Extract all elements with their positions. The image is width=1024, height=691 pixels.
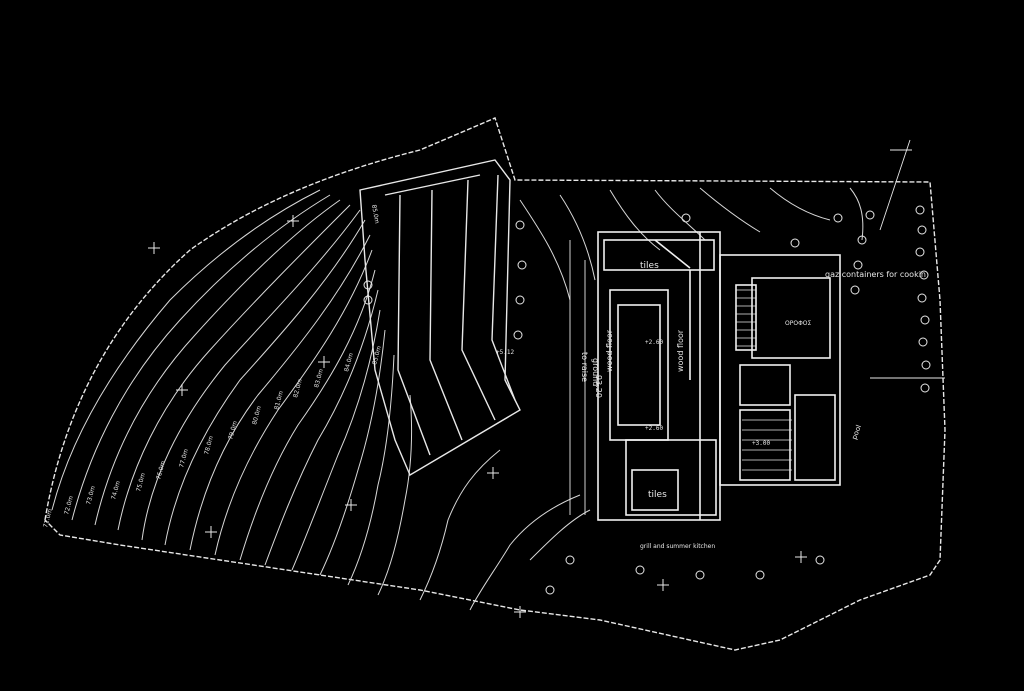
contour-label: 85.0m	[371, 345, 383, 366]
stair-hatching	[736, 289, 792, 471]
contour-top-label: 85.0m	[370, 204, 380, 224]
contour-label: 74.0m	[110, 480, 122, 501]
house-plan	[597, 231, 841, 521]
contour-label: 84.0m	[343, 352, 355, 373]
contour-lines	[51, 187, 864, 611]
contour-label: 81.0m	[273, 390, 285, 411]
tree-row	[363, 205, 931, 595]
site-boundary	[44, 117, 946, 651]
tiles-label-bottom: tiles	[648, 490, 667, 500]
contour-label: 71.0m	[42, 508, 54, 529]
dimension-lines	[569, 139, 945, 515]
contour-label: 82.0m	[292, 378, 304, 399]
level-label-b: +2.60	[645, 425, 663, 432]
wood-floor-label-1: wood floor	[605, 329, 614, 372]
grill-kitchen-label: grill and summer kitchen	[640, 543, 715, 550]
survey-crosses	[148, 215, 807, 618]
contour-labels: 71.0m 72.0m 73.0m 74.0m 75.0m 76.0m 77.0m 78.0m…	[42, 345, 383, 529]
level-label-a: +2.60	[645, 339, 663, 346]
ground-label: ground	[591, 358, 600, 386]
contour-label: 72.0m	[63, 495, 75, 516]
contour-label: 77.0m	[178, 448, 190, 469]
raise-ground-label: to raise	[580, 352, 589, 382]
gaz-containers-label: gaz containers for cookin	[825, 270, 926, 279]
room-label: ΟΡΟΦΟΣ	[785, 320, 812, 327]
level-label-d: +5.12	[496, 349, 514, 356]
wood-floor-label-2: wood floor	[676, 329, 685, 372]
contour-label: 80.0m	[251, 405, 263, 426]
tiles-label-top: tiles	[640, 261, 659, 271]
contour-label: 78.0m	[203, 435, 215, 456]
contour-label: 76.0m	[155, 460, 167, 481]
contour-label: 79.0m	[227, 420, 239, 441]
ground-level-label: 93.20	[594, 375, 603, 398]
contour-label: 75.0m	[135, 472, 147, 493]
contour-label: 83.0m	[313, 368, 325, 389]
terraces	[359, 159, 521, 477]
contour-label: 73.0m	[85, 485, 97, 506]
level-label-c: +3.00	[752, 440, 770, 447]
